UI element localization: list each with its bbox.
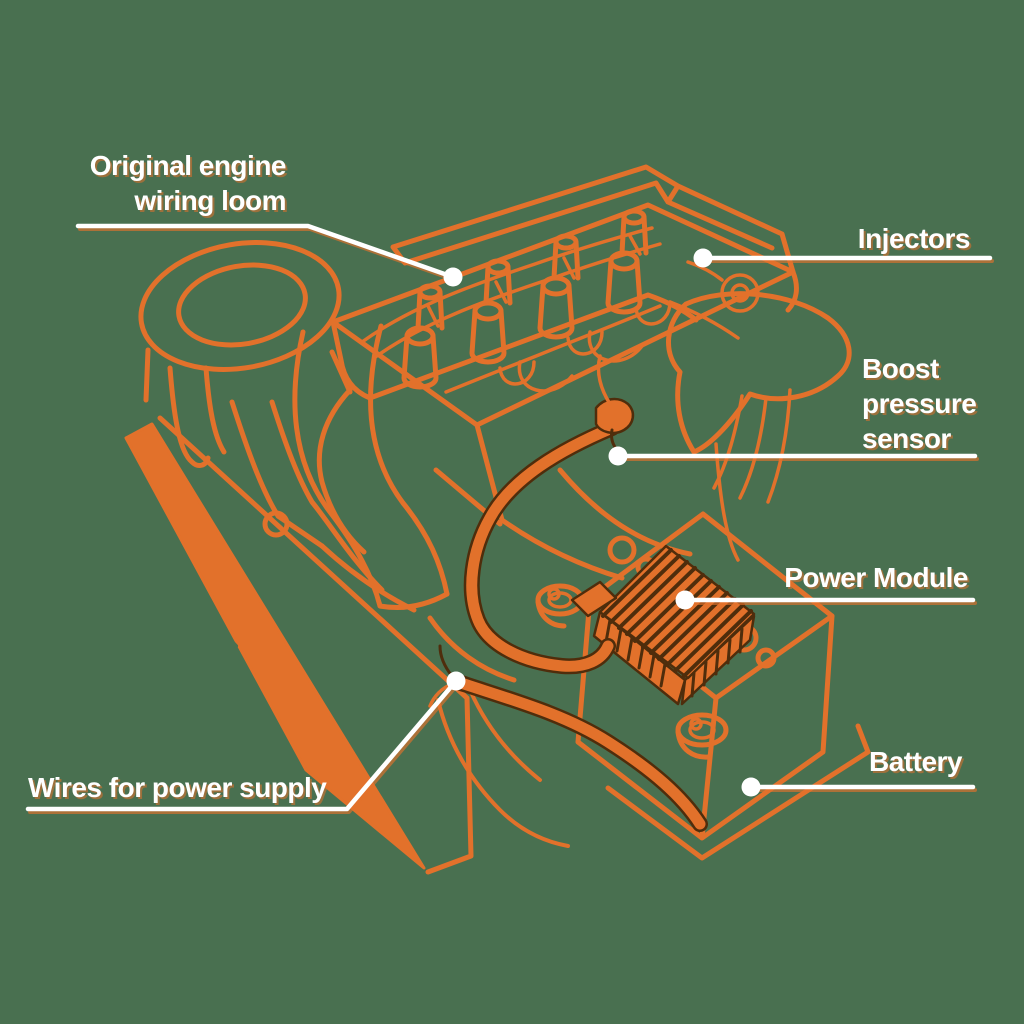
label-line: pressure xyxy=(862,388,977,419)
label-original-engine-wiring-loom: Original engine wiring loom xyxy=(40,148,287,218)
label-line: wiring loom xyxy=(134,185,286,216)
fan-shroud xyxy=(138,240,353,403)
leader-lines xyxy=(25,223,993,812)
callout-dot-boost-pressure-sensor xyxy=(608,446,628,466)
lower-wires xyxy=(436,688,570,848)
label-power-module: Power Module xyxy=(784,560,968,595)
label-line: Battery xyxy=(869,746,962,777)
callout-dot-power-module xyxy=(675,590,695,610)
leader-shadows xyxy=(28,227,994,814)
battery-terminal xyxy=(535,583,585,629)
valve-cover xyxy=(330,202,799,428)
label-injectors: Injectors xyxy=(857,221,971,256)
exhaust-pipe xyxy=(167,365,227,468)
label-line: Wires for power supply xyxy=(28,772,327,803)
label-battery: Battery xyxy=(869,744,962,779)
label-boost-pressure-sensor: Boost pressure sensor xyxy=(862,351,977,456)
harness-cable xyxy=(463,420,620,675)
radiator xyxy=(124,415,474,875)
label-line: Boost xyxy=(862,353,939,384)
fuel-lines xyxy=(444,260,760,394)
leader-wires-for-power-supply xyxy=(25,678,459,812)
wiring-loom xyxy=(360,226,662,360)
engine-front-details xyxy=(229,399,517,683)
engine-block xyxy=(316,387,693,581)
leader-original-engine-wiring-loom xyxy=(75,223,456,280)
label-line: Injectors xyxy=(857,223,971,254)
callout-dot-wires-for-power-supply xyxy=(446,671,466,691)
battery-terminal xyxy=(675,712,729,760)
valve-cover-rail xyxy=(390,164,796,275)
power-module xyxy=(570,544,756,706)
label-line: sensor xyxy=(862,423,951,454)
callout-dot-injectors xyxy=(693,248,713,268)
label-line: Original engine xyxy=(89,150,287,181)
callout-dot-original-engine-wiring-loom xyxy=(443,267,463,287)
injectors-row xyxy=(401,250,643,390)
callout-dot-battery xyxy=(741,777,761,797)
label-wires-for-power-supply: Wires for power supply xyxy=(28,770,327,805)
intake-plenum xyxy=(666,291,852,562)
callout-dots xyxy=(443,248,761,797)
label-line: Power Module xyxy=(784,562,968,593)
boost-sensor xyxy=(594,354,635,454)
